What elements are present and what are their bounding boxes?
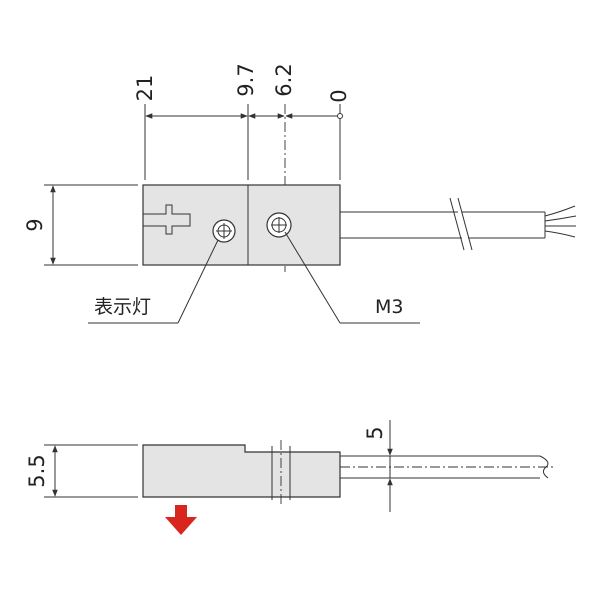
break-mark-1 [449, 197, 465, 251]
dim-label-9: 9 [23, 218, 47, 231]
screw-band [271, 440, 291, 504]
height-dimension-9: 9 [23, 184, 138, 266]
top-view: 21 9.7 6.2 0 9 [23, 63, 577, 324]
dim-label-6-2: 6.2 [272, 63, 296, 96]
sensor-body-top [142, 184, 341, 266]
cable-side [322, 455, 556, 479]
dim-label-5-5: 5.5 [25, 454, 49, 487]
horizontal-dimension-chain: 21 9.7 6.2 0 [133, 63, 351, 272]
height-dimension-5-5: 5.5 [25, 444, 138, 498]
break-mark-2 [457, 197, 473, 251]
groove-outline [143, 204, 191, 235]
cable-top [340, 197, 577, 251]
label-indicator: 表示灯 [94, 296, 151, 318]
callout-screw: M3 [284, 231, 420, 324]
indicator-led [212, 219, 236, 243]
m3-screw [266, 212, 292, 238]
label-screw: M3 [375, 296, 403, 318]
detection-direction-arrow [165, 505, 197, 535]
sensor-body-side [142, 444, 341, 498]
callout-indicator: 表示灯 [88, 239, 219, 324]
dim-label-9-7: 9.7 [234, 63, 258, 96]
wire-2 [544, 215, 577, 222]
dim-label-0: 0 [327, 89, 351, 102]
side-view: 5.5 5 [25, 420, 556, 535]
origin-mark [337, 113, 343, 119]
cable-segment-1 [340, 212, 462, 238]
mounting-groove [143, 204, 191, 235]
dim-label-5: 5 [363, 426, 387, 439]
leader-indicator [177, 239, 219, 324]
arrow-head [165, 517, 197, 535]
wire-4 [544, 230, 576, 238]
cable-wires [544, 205, 577, 238]
cable-dimension-5: 5 [344, 420, 405, 512]
arrow-shaft [175, 505, 187, 517]
dim-label-21: 21 [133, 75, 157, 102]
wire-1 [544, 205, 576, 217]
leader-screw [284, 231, 341, 324]
